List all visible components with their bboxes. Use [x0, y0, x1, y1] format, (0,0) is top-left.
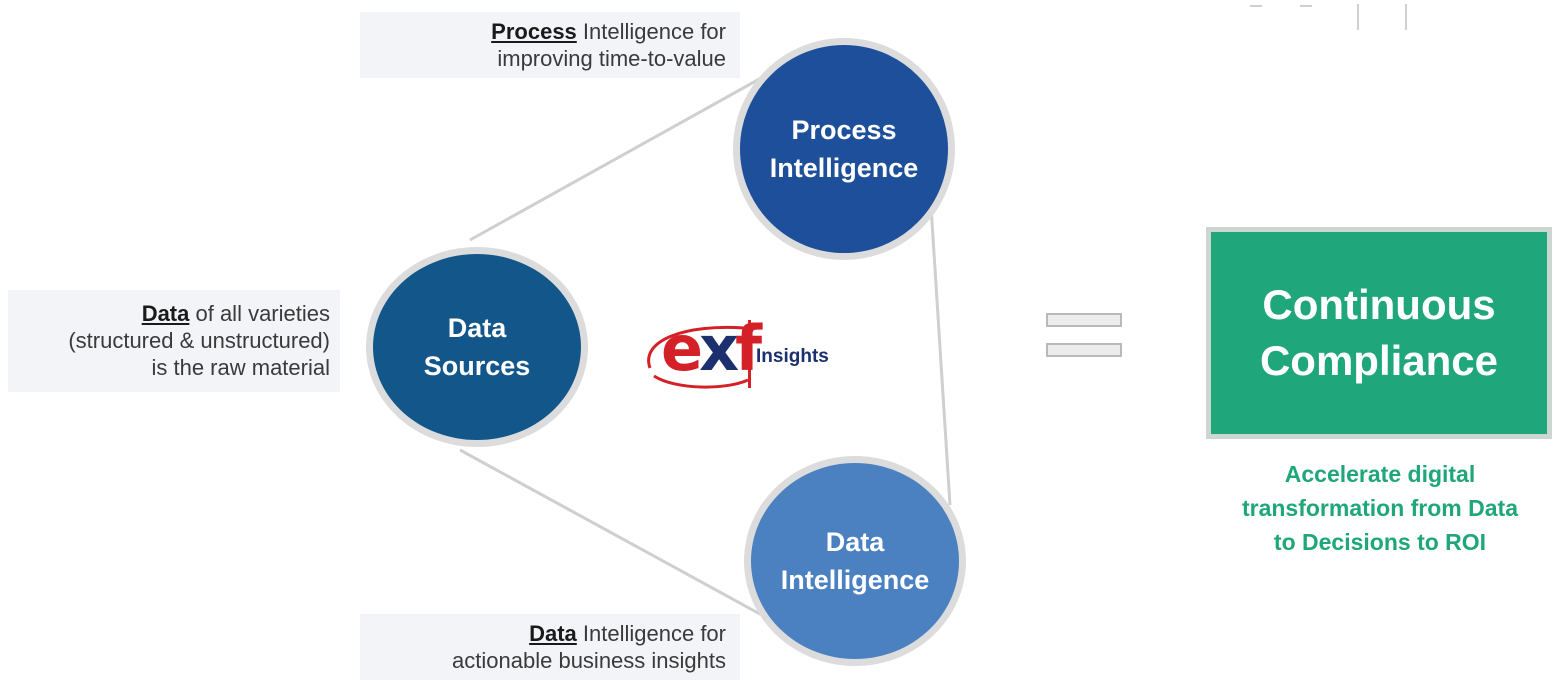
tagline-line3: to Decisions to ROI: [1273, 529, 1487, 555]
callout-dataint-text2: actionable business insights: [452, 648, 726, 673]
logo-swoosh-icon: [647, 325, 749, 389]
callout-data-intelligence: Data Intelligence for actionable busines…: [360, 614, 740, 680]
node-sources-line2: Sources: [423, 351, 531, 381]
node-dataint-line1: Data: [825, 527, 885, 557]
callout-data-bold: Data: [141, 301, 190, 326]
node-process-line1: Process: [791, 115, 897, 145]
exf-insights-logo: exf Insights: [636, 312, 851, 394]
logo-letter-e: e: [661, 312, 703, 385]
compliance-line1: Continuous: [1262, 281, 1496, 328]
node-sources-line1: Data: [447, 313, 507, 343]
logo-letter-x: x: [699, 312, 739, 385]
connector-process-to-dataint: [928, 189, 952, 506]
node-data-intelligence: Data Intelligence: [744, 456, 966, 666]
connector-sources-to-process: [469, 60, 791, 242]
node-data-sources: Data Sources: [366, 247, 588, 447]
callout-process-bold: Process: [491, 19, 577, 44]
tagline-line2: transformation from Data: [1241, 495, 1519, 521]
node-process-line2: Intelligence: [769, 153, 919, 183]
callout-process-intelligence: Process Intelligence for improving time-…: [360, 12, 740, 78]
callout-dataint-bold: Data: [529, 621, 577, 646]
logo-letter-f: f: [735, 312, 762, 385]
continuous-compliance-box: Continuous Compliance: [1206, 227, 1552, 439]
crop-artifact: [1250, 4, 1407, 30]
compliance-line2: Compliance: [1259, 337, 1499, 384]
compliance-tagline: Accelerate digital transformation from D…: [1200, 457, 1560, 559]
callout-data-text3: is the raw material: [151, 355, 330, 380]
tagline-line1: Accelerate digital: [1284, 461, 1476, 487]
node-process-intelligence: Process Intelligence: [733, 38, 955, 260]
equals-sign-bottom-bar: [1046, 343, 1122, 357]
callout-process-text1: Intelligence for: [576, 19, 726, 44]
callout-process-text2: improving time-to-value: [497, 46, 726, 71]
logo-wordmark: exf: [661, 312, 762, 385]
callout-data-text1: of all varieties: [189, 301, 330, 326]
connector-sources-to-dataint: [459, 448, 781, 627]
callout-data-text2: (structured & unstructured): [68, 328, 330, 353]
logo-divider: [748, 320, 751, 388]
callout-data-sources: Data of all varieties (structured & unst…: [8, 290, 340, 392]
logo-insights-label: Insights: [756, 346, 829, 367]
callout-dataint-text1: Intelligence for: [576, 621, 726, 646]
node-dataint-line2: Intelligence: [780, 565, 930, 595]
equals-sign-top-bar: [1046, 313, 1122, 327]
